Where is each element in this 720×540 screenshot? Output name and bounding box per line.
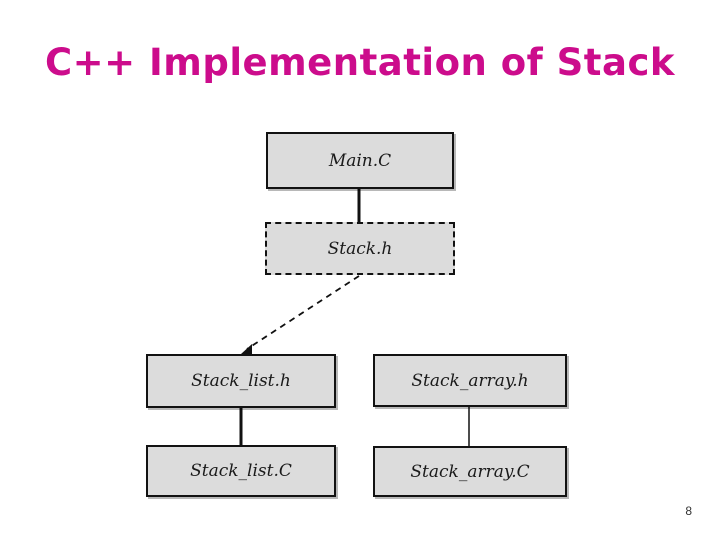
page-number: 8 <box>685 504 692 518</box>
node-label-stack-list-c: Stack_list.C <box>190 461 292 481</box>
node-label-main-c: Main.C <box>328 150 392 171</box>
node-label-stack-array-c: Stack_array.C <box>410 461 530 482</box>
node-stack-array-c[interactable]: Stack_array.C <box>373 446 567 497</box>
page-title: C++ Implementation of Stack <box>44 41 676 84</box>
node-label-stack-list-h: Stack_list.h <box>191 371 291 391</box>
node-stack-h[interactable]: Stack.h <box>265 222 455 275</box>
node-stack-list-h[interactable]: Stack_list.h <box>146 354 336 408</box>
node-label-stack-h: Stack.h <box>327 238 393 259</box>
arrowhead-icon <box>241 344 252 354</box>
node-stack-list-c[interactable]: Stack_list.C <box>146 445 336 497</box>
node-main-c[interactable]: Main.C <box>266 132 454 189</box>
edge-stack-to-stack-list <box>246 275 360 350</box>
node-stack-array-h[interactable]: Stack_array.h <box>373 354 567 407</box>
node-label-stack-array-h: Stack_array.h <box>411 370 529 391</box>
